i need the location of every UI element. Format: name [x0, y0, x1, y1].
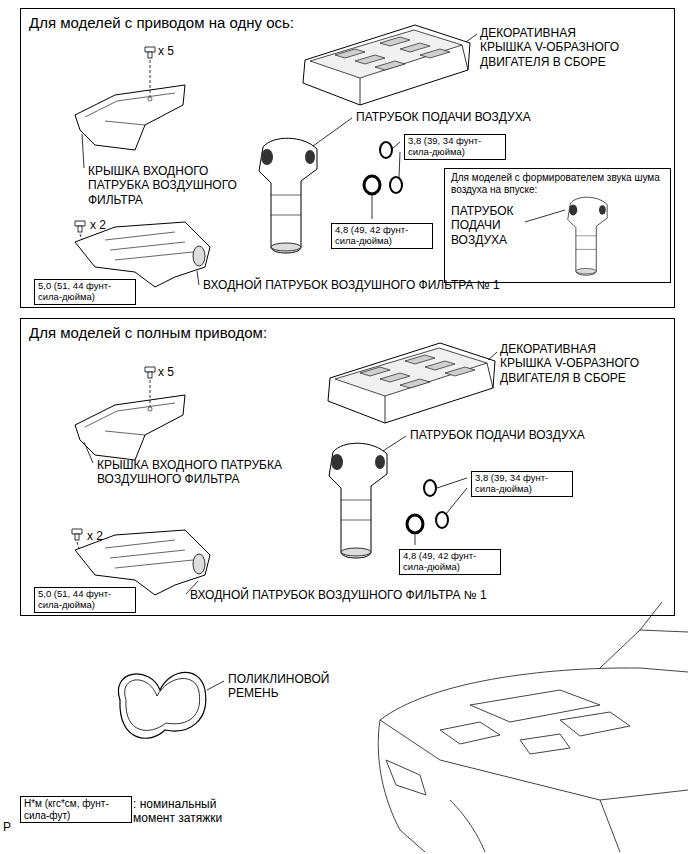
part-name: ПАТРУБОК ПОДАЧИ ВОЗДУХА — [356, 110, 531, 124]
figure-code: P — [3, 820, 11, 834]
hose-clamp — [436, 512, 448, 528]
inlet-cover — [75, 85, 185, 150]
torque-value: 5,0 (51, 44 фунт-сила-дюйма) — [38, 589, 132, 611]
part-name: КРЫШКА ВХОДНОГО ПАТРУБКА ВОЗДУШНОГО ФИЛЬ… — [97, 458, 312, 487]
part-name: ПОЛИКЛИНОВОЙ РЕМЕНЬ — [228, 672, 348, 701]
bolt-symbol — [75, 221, 85, 232]
torque-value: 4,8 (49, 42 фунт-сила-дюйма) — [403, 551, 497, 573]
torque-spec-box: 5,0 (51, 44 фунт-сила-дюйма) — [34, 279, 136, 305]
torque-spec-box: 4,8 (49, 42 фунт-сила-дюйма) — [399, 549, 501, 575]
part-name: ДЕКОРАТИВНАЯ КРЫШКА V-ОБРАЗНОГО ДВИГАТЕЛ… — [500, 342, 650, 385]
hose-clamp — [364, 176, 380, 194]
quantity-label: x 2 — [90, 218, 106, 232]
leader-line — [82, 34, 565, 690]
inset-heading: Для моделей с формирователем звука шума … — [451, 172, 664, 196]
part-name: ПАТРУБОК ПОДАЧИ ВОЗДУХА — [410, 428, 585, 442]
torque-spec-box: 3,8 (39, 34 фунт-сила-дюйма) — [471, 471, 573, 497]
bolt-symbol — [72, 529, 82, 540]
part-name: ВХОДНОЙ ПАТРУБОК ВОЗДУШНОГО ФИЛЬТРА № 1 — [190, 588, 487, 602]
part-name: ДЕКОРАТИВНАЯ КРЫШКА V-ОБРАЗНОГО ДВИГАТЕЛ… — [480, 26, 630, 69]
variant-inset-box: Для моделей с формирователем звука шума … — [444, 168, 671, 283]
part-name: КРЫШКА ВХОДНОГО ПАТРУБКА ВОЗДУШНОГО ФИЛЬ… — [88, 164, 248, 207]
quantity-label: x 5 — [158, 365, 174, 379]
torque-value: 5,0 (51, 44 фунт-сила-дюйма) — [38, 281, 132, 303]
hose-clamp — [380, 142, 392, 158]
part-name: ПАТРУБОК ПОДАЧИ ВОЗДУХА — [451, 204, 531, 247]
torque-value: 3,8 (39, 34 фунт-сила-дюйма) — [408, 136, 502, 158]
air-pipe — [259, 138, 317, 253]
torque-value: 4,8 (49, 42 фунт-сила-дюйма) — [335, 225, 429, 247]
engine-cover — [328, 343, 495, 423]
quantity-label: x 2 — [87, 529, 103, 543]
bolt-symbol — [145, 47, 155, 58]
hose-clamp — [390, 177, 402, 193]
vehicle-outline — [378, 602, 688, 852]
hose-clamp — [407, 515, 423, 533]
panel-heading: Для моделей с полным приводом: — [29, 324, 666, 342]
torque-spec-box: 4,8 (49, 42 фунт-сила-дюйма) — [331, 223, 433, 249]
ribbed-belt — [118, 672, 205, 738]
inlet-duct — [75, 530, 210, 595]
legend-key: Н*м (кгс*см, фунт-сила-фут) — [24, 798, 128, 821]
torque-spec-box: 5,0 (51, 44 фунт-сила-дюйма) — [34, 587, 136, 613]
quantity-label: x 5 — [158, 44, 174, 58]
torque-legend-box: Н*м (кгс*см, фунт-сила-фут) — [20, 796, 132, 823]
legend-note: : номинальный момент затяжки — [133, 797, 233, 826]
air-pipe — [329, 443, 387, 558]
hose-clamp — [424, 480, 436, 496]
air-pipe — [568, 197, 607, 275]
torque-spec-box: 3,8 (39, 34 фунт-сила-дюйма) — [404, 134, 506, 160]
inlet-cover — [75, 395, 185, 460]
part-name: ВХОДНОЙ ПАТРУБОК ВОЗДУШНОГО ФИЛЬТРА № 1 — [203, 278, 500, 292]
engine-cover — [303, 25, 470, 105]
bolt-symbol — [145, 367, 155, 378]
torque-value: 3,8 (39, 34 фунт-сила-дюйма) — [475, 473, 569, 495]
